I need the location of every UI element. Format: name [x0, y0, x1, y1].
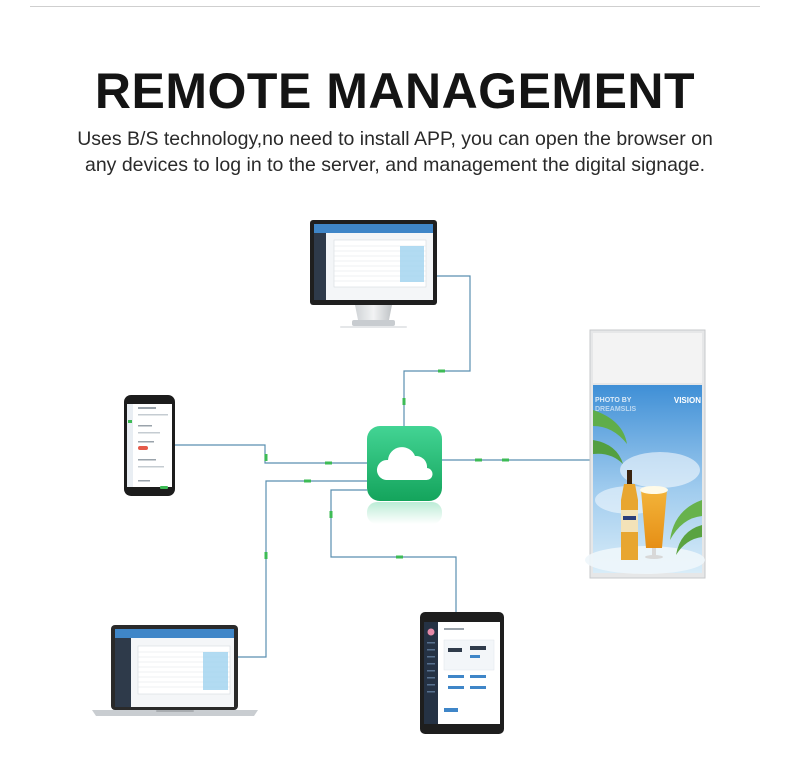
signage-photo-text-1: PHOTO BY: [595, 397, 632, 404]
laptop: [92, 625, 258, 716]
line-tablet: [330, 489, 457, 613]
signage-brand-text: VISION: [674, 396, 701, 405]
connection-lines: [175, 275, 590, 658]
cloud-hub: [367, 426, 442, 524]
line-monitor: [403, 275, 471, 426]
tablet: [420, 612, 504, 734]
cloud-icon: [376, 447, 433, 481]
smartphone: [124, 395, 175, 496]
description-line-2: any devices to log in to the server, and…: [84, 154, 706, 176]
line-laptop: [238, 480, 367, 658]
desktop-monitor: [310, 220, 437, 328]
page-description: Uses B/S technology,no need to install A…: [40, 126, 750, 178]
top-divider: [30, 6, 760, 7]
description-line-1: Uses B/S technology,no need to install A…: [77, 128, 713, 150]
connector-marks: [264, 369, 509, 559]
signage-photo-text-2: DREAMSLIS: [595, 406, 637, 413]
line-phone: [175, 444, 367, 464]
page-title: REMOTE MANAGEMENT: [94, 63, 696, 119]
signage-display: VISION PHOTO BY DREAMSLIS: [585, 329, 706, 579]
